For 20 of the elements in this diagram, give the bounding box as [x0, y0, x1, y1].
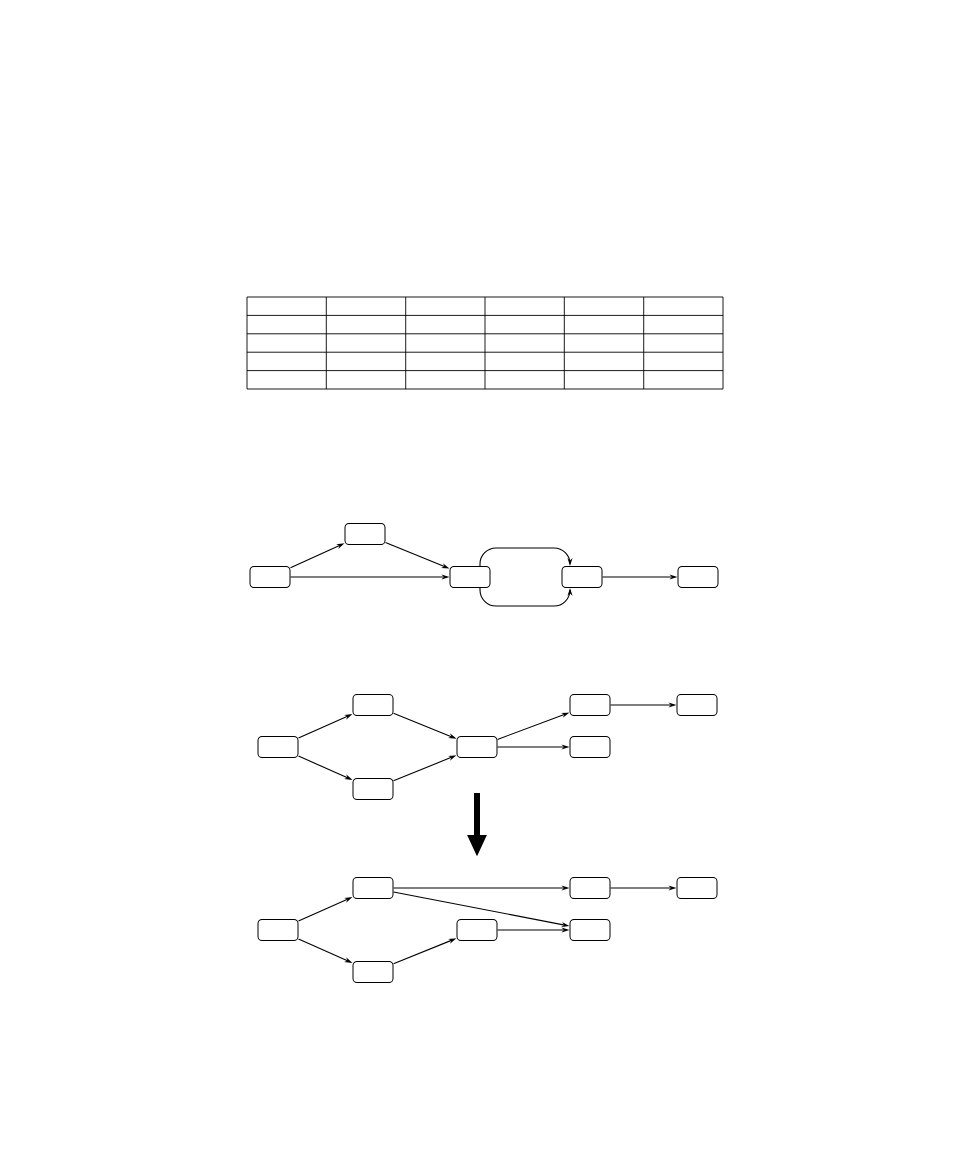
process-box: [352, 961, 394, 983]
process-box: [249, 566, 291, 588]
process-box: [569, 736, 611, 758]
process-box: [456, 919, 498, 941]
process-box: [257, 736, 299, 758]
arrow: [479, 547, 573, 567]
process-box: [352, 778, 394, 800]
process-box: [676, 694, 718, 716]
process-box: [344, 523, 386, 545]
process-box: [561, 566, 603, 588]
process-box: [352, 694, 394, 716]
process-box: [569, 694, 611, 716]
process-box: [352, 877, 394, 899]
process-box: [449, 566, 491, 588]
process-box: [257, 919, 299, 941]
process-box: [569, 877, 611, 899]
process-box: [569, 919, 611, 941]
process-box: [677, 566, 719, 588]
process-box: [456, 736, 498, 758]
process-box: [676, 877, 718, 899]
